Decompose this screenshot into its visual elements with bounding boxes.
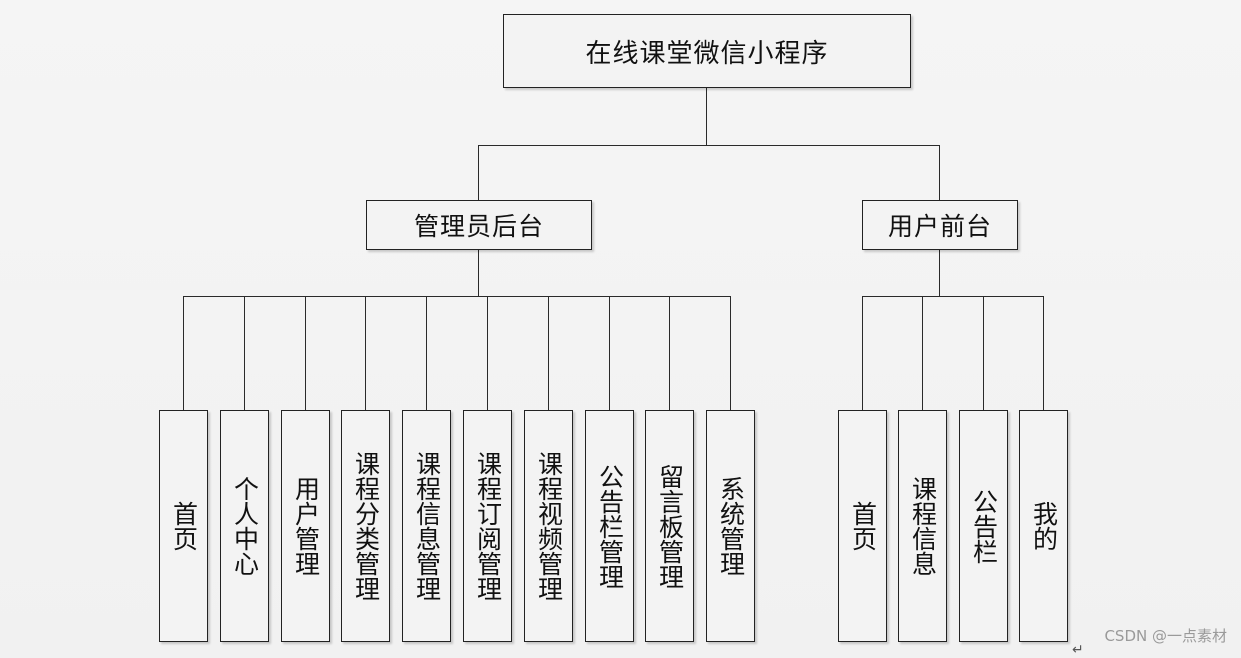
user-leaf-mine: 我的 [1019, 410, 1068, 642]
connector-user-down [939, 250, 941, 297]
connector-level1-bar [478, 145, 940, 147]
connector-user-bar [862, 296, 1044, 298]
connector-admin-leaf [730, 296, 732, 411]
admin-leaf-message-board: 留言板管理 [645, 410, 694, 642]
connector-admin-leaf [244, 296, 246, 411]
connector-to-admin [478, 145, 480, 200]
watermark: CSDN @一点素材 [1104, 627, 1227, 645]
connector-user-leaf [1043, 296, 1045, 411]
connector-admin-leaf [305, 296, 307, 411]
connector-admin-leaf [548, 296, 550, 411]
connector-admin-down [478, 250, 480, 297]
admin-leaf-course-subscription: 课程订阅管理 [463, 410, 512, 642]
connector-user-leaf [922, 296, 924, 411]
admin-leaf-course-info: 课程信息管理 [402, 410, 451, 642]
admin-leaf-course-category: 课程分类管理 [341, 410, 390, 642]
connector-admin-leaf [487, 296, 489, 411]
connector-admin-bar [183, 296, 731, 298]
user-node: 用户前台 [862, 200, 1018, 250]
connector-user-leaf [983, 296, 985, 411]
admin-leaf-home: 首页 [159, 410, 208, 642]
admin-leaf-notice: 公告栏管理 [585, 410, 634, 642]
connector-admin-leaf [669, 296, 671, 411]
connector-root-down [706, 88, 708, 146]
connector-admin-leaf [183, 296, 185, 411]
user-leaf-notice: 公告栏 [959, 410, 1008, 642]
connector-admin-leaf [426, 296, 428, 411]
admin-leaf-system: 系统管理 [706, 410, 755, 642]
connector-to-user [939, 145, 941, 200]
admin-node: 管理员后台 [366, 200, 592, 250]
root-node: 在线课堂微信小程序 [503, 14, 911, 88]
return-mark: ↵ [1072, 642, 1084, 658]
admin-leaf-course-video: 课程视频管理 [524, 410, 573, 642]
connector-admin-leaf [365, 296, 367, 411]
admin-leaf-profile: 个人中心 [220, 410, 269, 642]
connector-user-leaf [862, 296, 864, 411]
admin-leaf-user-management: 用户管理 [281, 410, 330, 642]
connector-admin-leaf [609, 296, 611, 411]
user-leaf-home: 首页 [838, 410, 887, 642]
user-leaf-course-info: 课程信息 [898, 410, 947, 642]
